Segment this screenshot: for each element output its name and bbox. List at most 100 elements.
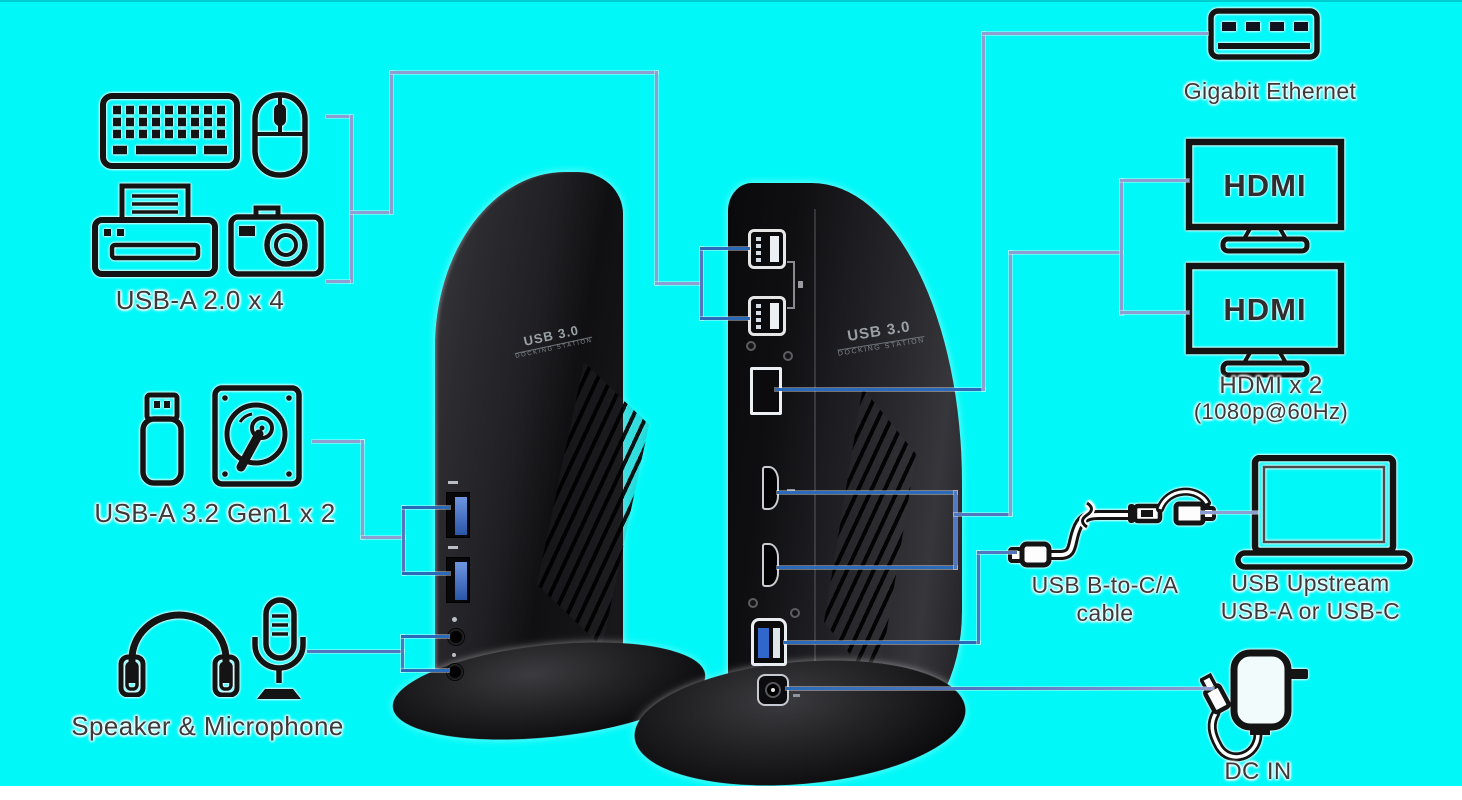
line-usb2-icons-bracket xyxy=(350,115,353,283)
usb2-port2-pin xyxy=(756,311,761,315)
usb2-port1-pin xyxy=(756,251,761,255)
usb2-port-1 xyxy=(748,229,786,269)
usb2-port2-pin xyxy=(756,304,761,308)
line-usb2-to-dock xyxy=(655,282,702,285)
keyboard-icon xyxy=(100,93,240,169)
line-cable-to-laptop xyxy=(1200,511,1258,514)
dc-jack-pin xyxy=(771,688,775,692)
camera-icon xyxy=(228,203,324,277)
microphone-jack xyxy=(446,663,464,681)
usb3-port-2 xyxy=(446,557,470,603)
line-monitor-bracket xyxy=(1120,179,1123,315)
usb2-port1-pin xyxy=(756,244,761,248)
power-adapter-icon xyxy=(1198,645,1315,775)
line-ethernet-from-port xyxy=(775,388,985,391)
usb3-port2-label xyxy=(448,546,458,549)
line-ethernet-riser xyxy=(982,32,985,391)
bottom-white-strip xyxy=(0,786,1462,800)
hard-drive-icon xyxy=(212,385,302,487)
screw xyxy=(783,351,793,361)
usb2-port1-pin xyxy=(756,258,761,262)
usb2-bracket xyxy=(787,307,795,309)
line-usbb-to-cable xyxy=(977,551,1017,554)
label-hdmi-x2: HDMI x 2 xyxy=(1219,372,1323,399)
line-hdmi-riser xyxy=(1009,251,1012,516)
monitor2-screen-text: HDMI xyxy=(1223,292,1306,327)
front-dock: USB 3.0 DOCKING STATION xyxy=(435,172,649,704)
usb2-port-2 xyxy=(748,296,786,336)
usb2-port1-pin xyxy=(756,237,761,241)
line-ethernet-to-icon xyxy=(982,32,1208,35)
line-usbb-from-port xyxy=(784,641,980,644)
hdmi1-label xyxy=(787,489,795,492)
line-hdmi-mid-stub xyxy=(954,513,1012,516)
label-dc-in: DC IN xyxy=(1224,758,1292,785)
usb-symbol-glyph xyxy=(798,281,803,288)
hdmi-monitor-icon: HDMI xyxy=(1185,138,1345,256)
printer-icon xyxy=(92,183,218,279)
label-usb-a-32: USB-A 3.2 Gen1 x 2 xyxy=(94,498,336,528)
line-usb2-port2-stub xyxy=(700,317,750,320)
back-dock-panel-edge xyxy=(814,209,816,692)
hdmi-monitor-icon: HDMI xyxy=(1185,262,1345,380)
headphone-jack xyxy=(447,628,465,646)
label-hdmi-spec: (1080p@60Hz) xyxy=(1193,399,1349,424)
mouse-icon xyxy=(252,92,308,178)
usb2-port2-pin xyxy=(756,318,761,322)
headphones-icon xyxy=(118,607,240,698)
ethernet-rj45-port xyxy=(750,367,782,415)
line-usb2-riser xyxy=(390,71,393,214)
line-usb3-port1-stub xyxy=(402,506,450,509)
line-monitor1-stub xyxy=(1120,179,1189,182)
usb-b-blue-tongue xyxy=(758,628,769,658)
back-dock-brand: USB 3.0 DOCKING STATION xyxy=(834,316,925,359)
line-hdmi2-from-port xyxy=(777,566,957,569)
usb2-bracket xyxy=(793,261,795,309)
label-usb-a-20: USB-A 2.0 x 4 xyxy=(115,285,285,315)
hdmi-port-2 xyxy=(762,543,779,587)
line-dc-from-port xyxy=(786,687,1214,690)
line-usb3-to-dock xyxy=(361,536,405,539)
usb3-port1-label xyxy=(448,481,458,484)
line-usb3-bracket xyxy=(402,506,405,575)
laptop-icon xyxy=(1235,454,1413,571)
line-hdmi-to-monitors xyxy=(1009,251,1123,254)
monitor1-screen-text: HDMI xyxy=(1223,168,1306,203)
line-usb3-from-icons xyxy=(312,440,364,443)
label-usb-cable-line1: USB B-to-C/A xyxy=(1031,572,1179,598)
screw xyxy=(748,598,758,608)
dc-label xyxy=(793,694,800,697)
usb2-port2-pin xyxy=(756,325,761,329)
line-monitor2-stub xyxy=(1120,311,1189,314)
audio-led-dot xyxy=(452,653,456,657)
headphone-jack-label xyxy=(452,617,457,622)
line-audio-from-icons xyxy=(307,650,404,653)
line-audio-jack1-stub xyxy=(401,635,449,638)
line-usb3-port2-stub xyxy=(402,572,450,575)
usb-cable-icon xyxy=(1008,483,1218,583)
label-usb-upstream-line2: USB-A or USB-C xyxy=(1220,598,1401,624)
usb-b-upstream-port xyxy=(751,618,787,666)
microphone-icon xyxy=(247,597,311,703)
line-usb2-stub xyxy=(350,211,390,214)
usb-b-white-key xyxy=(773,628,780,658)
dc-in-jack xyxy=(757,674,789,706)
line-audio-bracket xyxy=(401,635,404,672)
line-usb2-top-run xyxy=(390,71,658,74)
label-gigabit-ethernet: Gigabit Ethernet xyxy=(1183,78,1357,104)
line-audio-jack2-stub xyxy=(401,669,449,672)
usb3-port1-blue-tongue xyxy=(455,497,467,535)
usb2-bracket xyxy=(787,261,795,263)
line-hdmi1-from-port xyxy=(777,491,957,494)
usb3-port2-blue-tongue xyxy=(455,562,467,600)
line-usbb-riser xyxy=(977,551,980,644)
line-usb3-drop xyxy=(361,440,364,539)
usb-flash-drive-icon xyxy=(138,392,186,486)
label-usb-cable-line2: cable xyxy=(1076,600,1134,626)
hdmi-port-1 xyxy=(762,466,779,510)
line-usb2-port1-stub xyxy=(700,247,750,250)
usb2-port2-tongue xyxy=(770,303,779,329)
usb2-port1-tongue xyxy=(770,236,779,262)
label-speaker-mic: Speaker & Microphone xyxy=(71,711,344,741)
